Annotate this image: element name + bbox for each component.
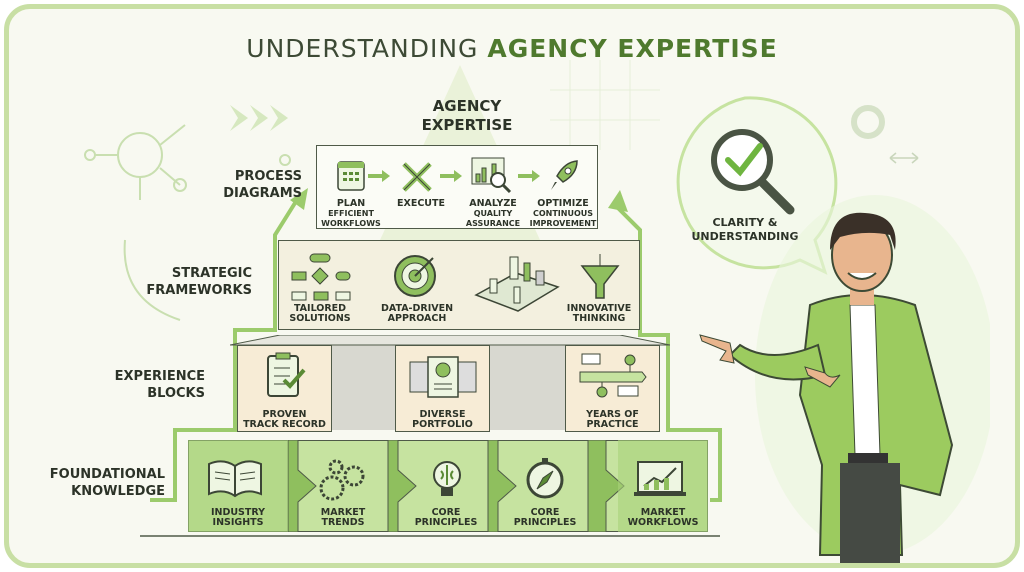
experience-shading <box>230 335 670 430</box>
grid-decor <box>550 60 660 150</box>
bubble-text: CLARITY &UNDERSTANDING <box>691 216 799 243</box>
timeline-icon <box>579 353 647 398</box>
open-book-icon <box>208 460 262 498</box>
funnel-icon <box>580 254 620 299</box>
gears-icon <box>319 459 365 501</box>
page-title: UNDERSTANDING AGENCY EXPERTISE <box>246 34 778 63</box>
laptop-chart-icon <box>634 461 686 496</box>
chevrons-icon <box>230 105 288 131</box>
growth-path <box>150 193 722 502</box>
donut-icon <box>851 105 885 139</box>
double-arrow-icon <box>889 152 919 164</box>
compass-icon <box>526 458 564 499</box>
arrow-head-right <box>608 190 628 212</box>
foundational-dividers <box>188 440 708 532</box>
step-execute: EXECUTE <box>397 198 445 209</box>
rocket-icon <box>551 160 578 190</box>
analytics-magnifier-icon <box>471 157 512 194</box>
presenter-man-illustration <box>699 195 990 563</box>
thought-bubble <box>676 96 838 275</box>
strategic-frameworks-block <box>278 240 640 330</box>
experience-block-3 <box>565 345 660 432</box>
chessboard-icon <box>474 256 560 312</box>
network-icon <box>84 124 291 321</box>
calendar-icon <box>337 161 365 191</box>
magnifier-check-icon <box>711 129 795 215</box>
portfolio-cards-icon <box>409 356 477 398</box>
flowchart-icon <box>291 253 351 301</box>
arrow-head-left <box>290 188 308 210</box>
lightbulb-brain-icon <box>433 461 461 496</box>
process-arrows <box>368 170 540 182</box>
tools-icon <box>402 162 432 192</box>
clipboard-check-icon <box>267 352 306 397</box>
target-icon <box>394 255 436 297</box>
